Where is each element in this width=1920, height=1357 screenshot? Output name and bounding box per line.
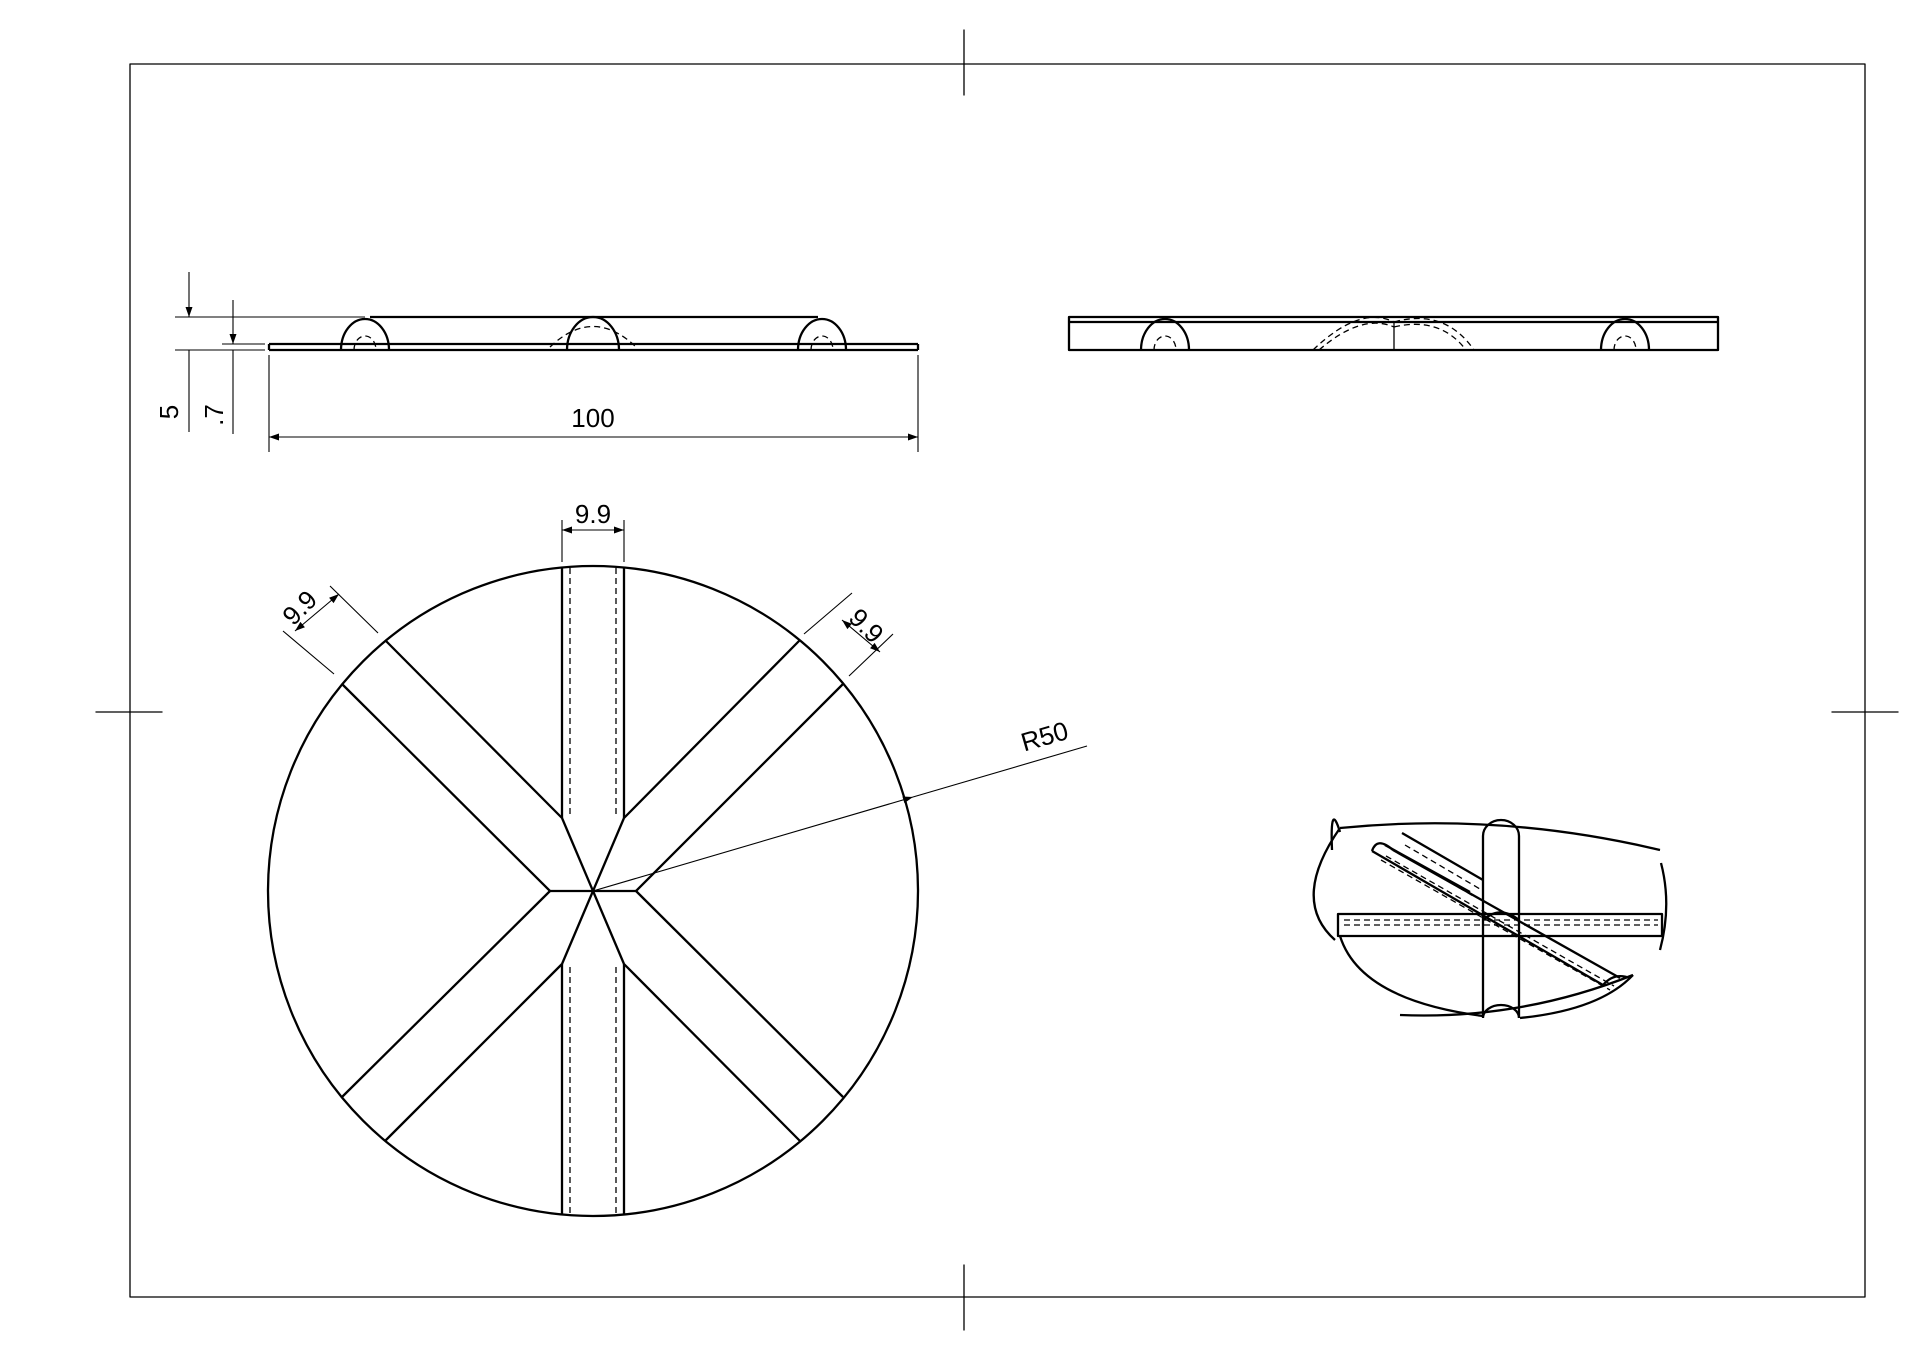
isometric-view — [1312, 818, 1668, 1020]
dimension-height-large: 5 — [154, 272, 365, 432]
dimension-groove-right-label: 9.9 — [843, 602, 890, 649]
dimension-groove-top-label: 9.9 — [575, 499, 611, 529]
side-view — [1067, 315, 1720, 352]
front-view-ribs — [339, 315, 848, 351]
dimension-width: 100 — [268, 355, 919, 452]
front-view — [267, 315, 920, 352]
top-view-grooves — [341, 567, 844, 1215]
dimension-radius-label: R50 — [1017, 715, 1071, 757]
dimension-height-small: .7 — [199, 300, 265, 434]
drawing-frame — [95, 29, 1899, 1331]
dimension-height-small-label: .7 — [199, 404, 229, 426]
dimension-radius: R50 — [592, 715, 1088, 892]
dimension-groove-left-label: 9.9 — [276, 584, 323, 631]
dimension-height-large-label: 5 — [154, 405, 184, 419]
dimension-groove-right: 9.9 — [803, 592, 894, 677]
front-view-plate — [267, 315, 920, 352]
dimension-groove-top: 9.9 — [561, 499, 625, 562]
dimension-width-label: 100 — [571, 403, 614, 433]
top-view — [266, 564, 920, 1218]
